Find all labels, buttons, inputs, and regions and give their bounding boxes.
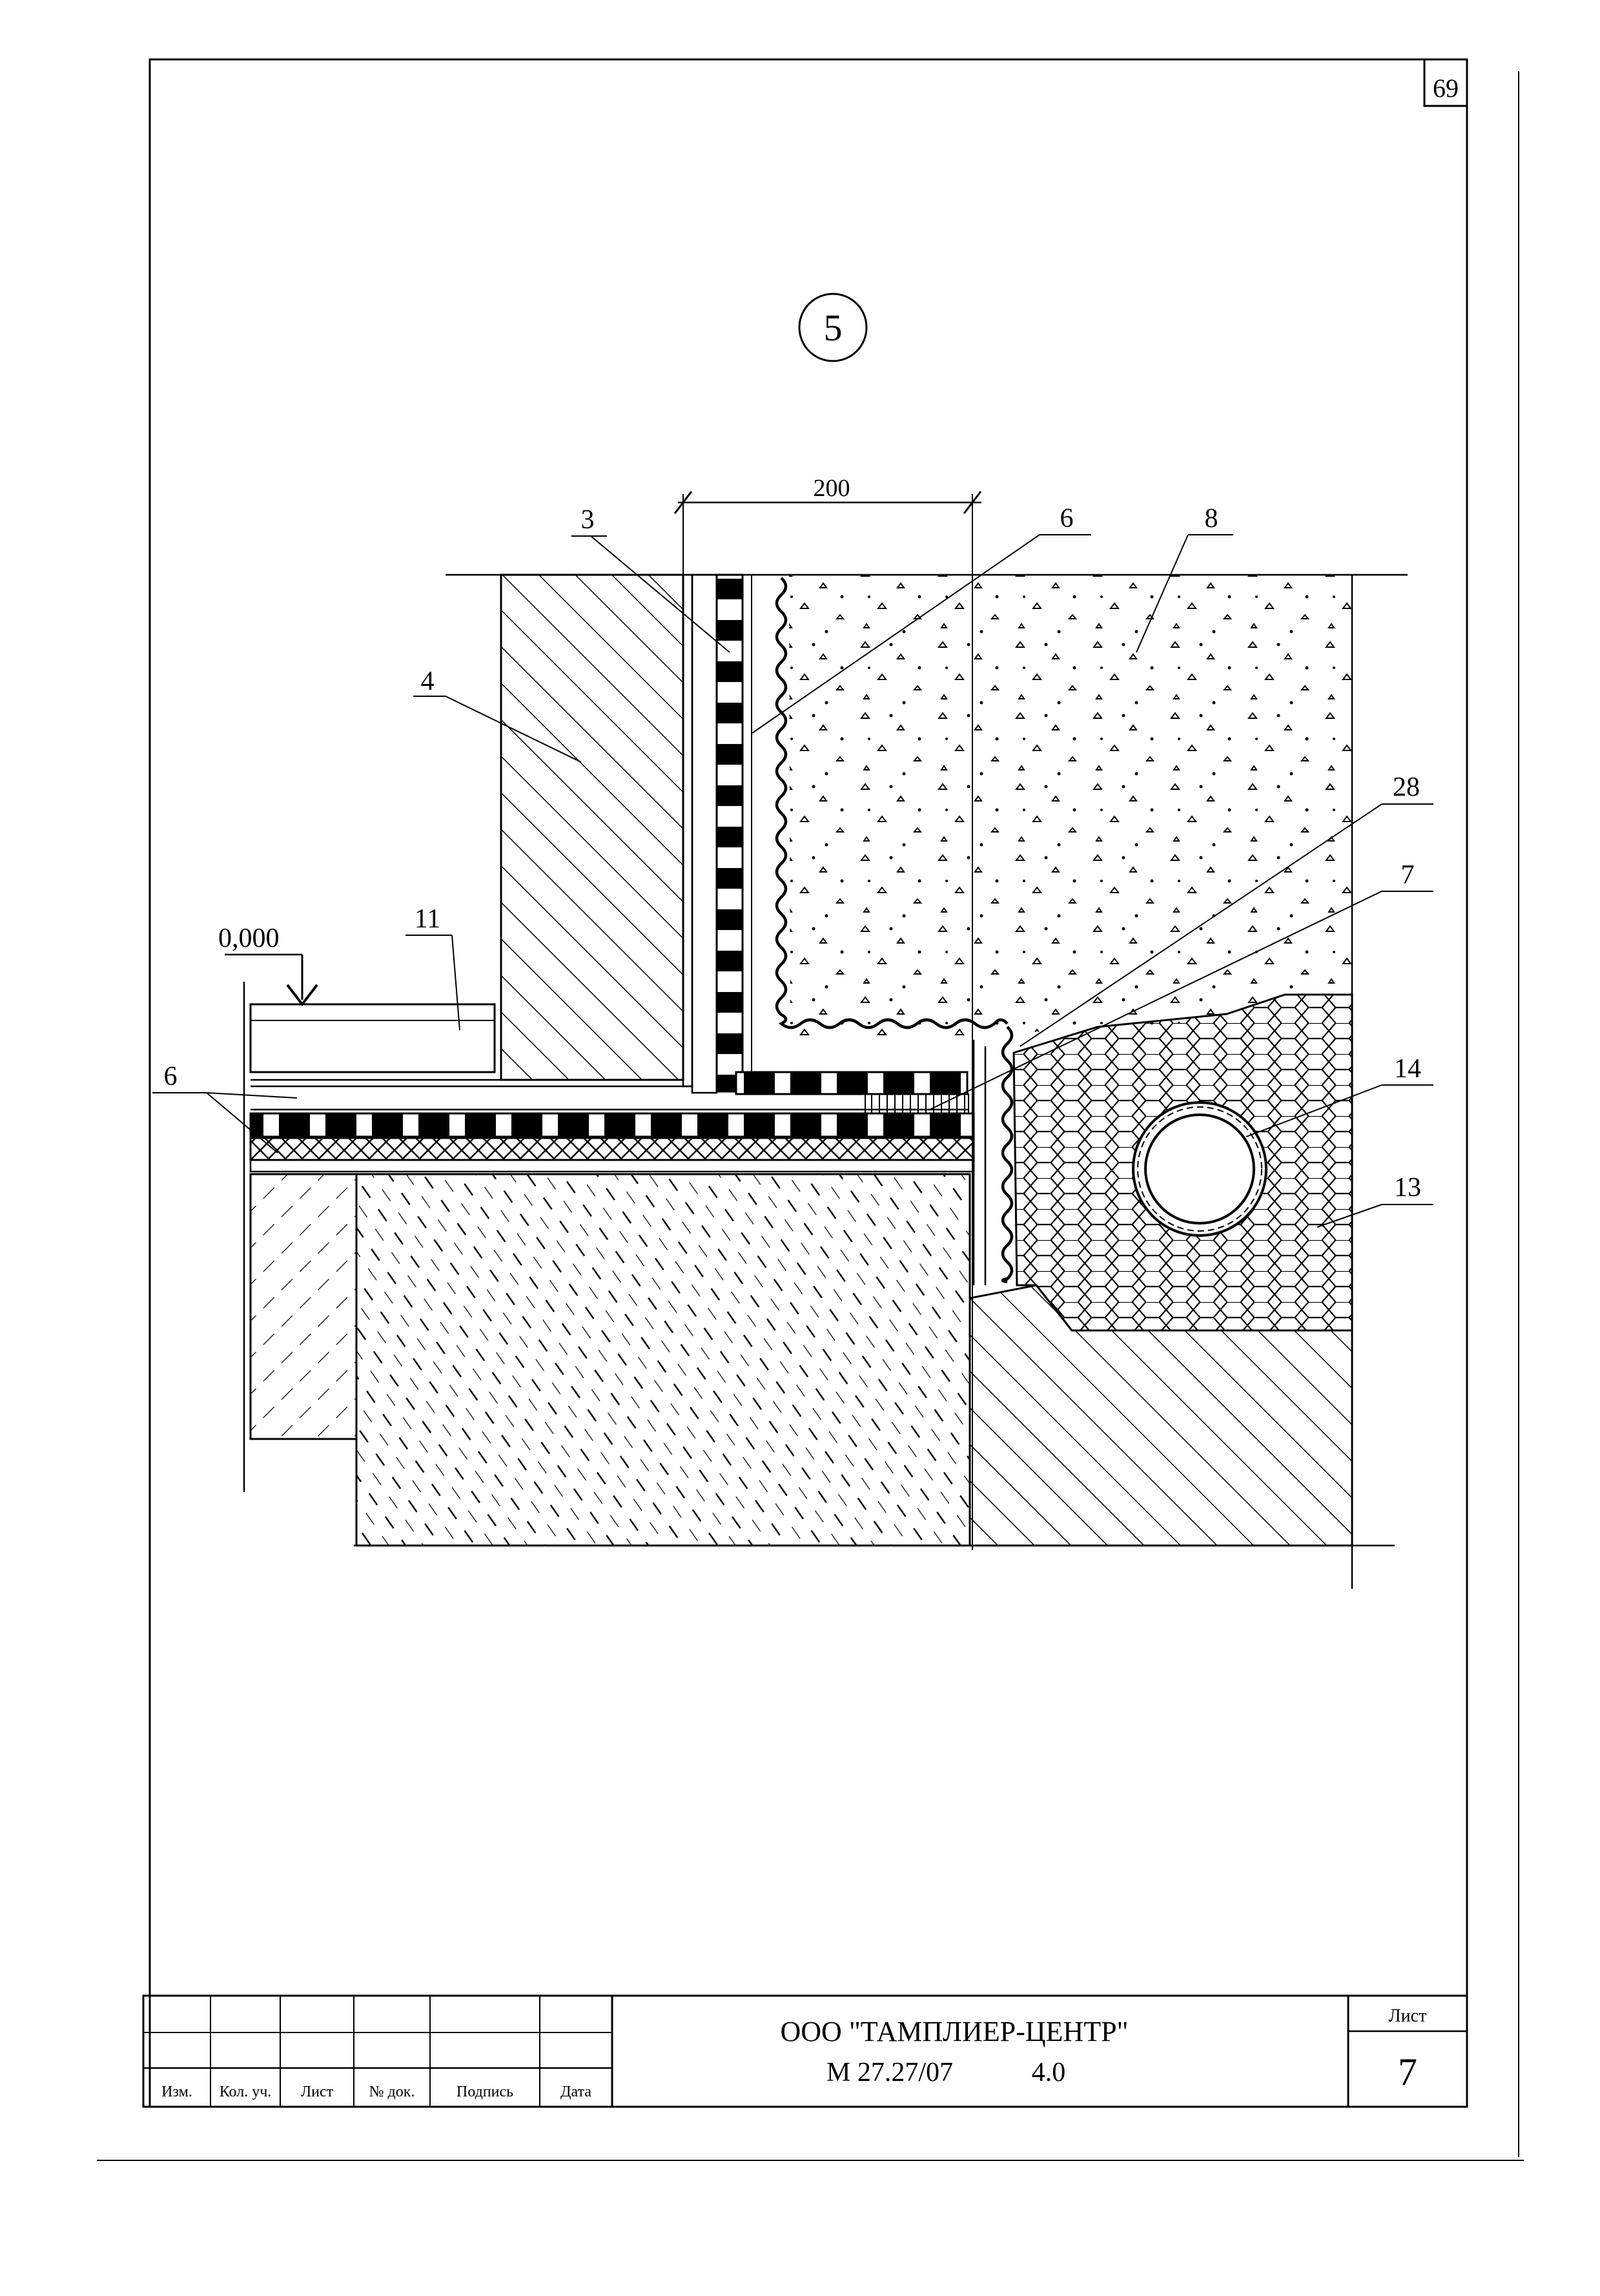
callout-6-top: 6 [752,504,1091,734]
company-name: ООО "ТАМПЛИЕР-ЦЕНТР" [781,2016,1129,2047]
page-number: 69 [1433,74,1459,103]
tb-header-izm: Изм. [161,2084,192,2100]
left-footing [249,1173,358,1440]
elevation-arrow [286,984,318,1007]
membrane-gap [742,574,752,1086]
callout-7-label: 7 [1401,860,1415,890]
profiled-membrane-6-outer [1001,1026,1014,1284]
sand-backfill-8 [789,575,1352,1040]
floor-11 [249,1003,496,1073]
membrane-upper-strip [735,1071,969,1095]
tb-header-date: Дата [560,2084,591,2100]
tb-header-kol-uch: Кол. уч. [220,2084,272,2100]
callout-28-label: 28 [1393,772,1420,802]
callout-8: 8 [1136,504,1233,653]
tb-header-list: Лист [301,2084,334,2100]
callout-6-left-label: 6 [164,1062,178,1091]
callout-14: 14 [1246,1054,1433,1137]
callout-3: 3 [571,505,730,653]
dimension-label: 200 [814,475,850,502]
callout-13: 13 [1317,1173,1433,1228]
detail-marker-circle [798,293,868,362]
callout-14-label: 14 [1394,1054,1421,1084]
prep-layer [249,1159,975,1173]
callout-4-label: 4 [421,667,435,696]
detail-marker-label: 5 [824,307,843,349]
callout-8-label: 8 [1205,504,1218,533]
callout-6-left: 6 [152,1062,298,1153]
foundation-slab [355,1173,971,1547]
callout-28: 28 [1020,772,1433,1047]
drain-pipe-14-inner [1144,1113,1255,1225]
dimension-tick-right [963,491,982,514]
callout-4: 4 [413,667,582,763]
wall-layer-2 [691,574,718,1094]
drain-pipe-14-ring [1137,1106,1262,1232]
callout-3-label: 3 [581,505,595,535]
callout-7: 7 [929,860,1433,1110]
corner-fillet [865,1093,969,1114]
dimension-tick-left [673,491,693,514]
callout-11-label: 11 [415,904,440,934]
membrane-3-horizontal [249,1112,975,1138]
callout-11: 11 [405,904,460,1031]
elevation-label: 0,000 [218,924,280,953]
page-number-box [1423,58,1468,107]
doc-version: 4.0 [1032,2058,1066,2087]
wall-layer-1 [682,574,693,1088]
doc-code: М 27.27/07 [826,2058,953,2087]
sheet-number: 7 [1398,2051,1417,2093]
wall-4 [500,574,684,1081]
tb-header-signature: Подпись [456,2084,513,2100]
title-block [142,1994,1468,2108]
tb-header-doc-no: № док. [369,2084,415,2100]
crosshatch-layer [249,1137,975,1161]
sheet-label: Лист [1389,2006,1427,2026]
callout-6-top-label: 6 [1060,504,1074,533]
callout-13-label: 13 [1394,1173,1421,1203]
